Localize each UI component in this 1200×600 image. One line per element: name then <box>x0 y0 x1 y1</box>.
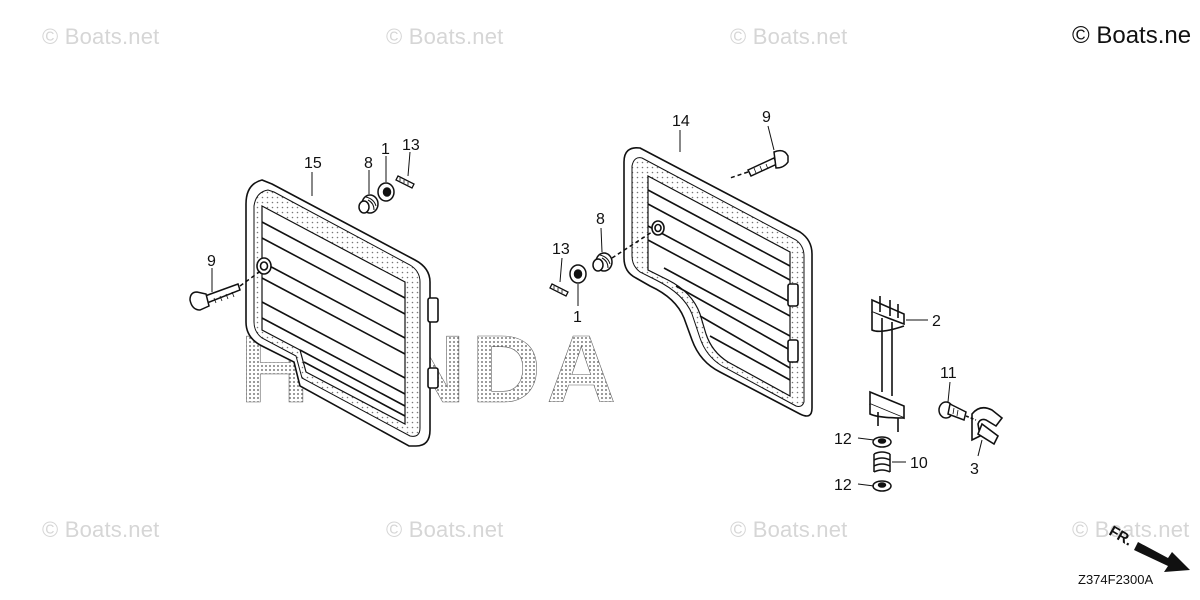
callout-8: 8 <box>596 211 605 228</box>
grommet-left <box>358 194 379 214</box>
callout-13: 13 <box>552 241 570 258</box>
watermark: © Boats.net <box>42 24 160 49</box>
bracket <box>869 296 905 432</box>
watermark-corner: © Boats.ne <box>1072 22 1192 49</box>
washer-upper <box>872 436 892 448</box>
watermark: © Boats.net <box>42 517 160 542</box>
callout-1: 1 <box>381 141 390 158</box>
spring <box>873 451 891 473</box>
watermark: © Boats.net <box>730 517 848 542</box>
leader-lines <box>211 125 983 487</box>
bolt-flange <box>938 401 967 421</box>
washer-left <box>377 182 395 202</box>
washer-lower <box>872 480 892 492</box>
callout-9: 9 <box>207 253 216 270</box>
callout-13: 13 <box>402 137 420 154</box>
watermark: © Boats.net <box>730 24 848 49</box>
callout-14: 14 <box>672 113 690 130</box>
watermark: © Boats.net <box>386 24 504 49</box>
clip <box>965 406 1004 446</box>
washer-right <box>569 264 587 284</box>
callout-2: 2 <box>932 313 941 330</box>
arrow-icon <box>1134 542 1190 572</box>
callout-3: 3 <box>970 461 979 478</box>
bolt-left <box>189 269 263 311</box>
bolt-right <box>729 149 789 179</box>
callout-9: 9 <box>762 109 771 126</box>
pin-left <box>395 175 415 189</box>
callout-11: 11 <box>940 365 957 382</box>
callout-15: 15 <box>304 155 322 172</box>
callout-10: 10 <box>910 455 928 472</box>
pin-right <box>549 283 569 297</box>
callout-12: 12 <box>834 431 852 448</box>
side-cover-right <box>623 146 813 417</box>
figure-code: Z374F2300A <box>1078 572 1154 587</box>
grommet-right <box>592 231 653 272</box>
callout-8: 8 <box>364 155 373 172</box>
callout-1: 1 <box>573 309 582 326</box>
callout-12: 12 <box>834 477 852 494</box>
watermark: © Boats.net <box>1072 517 1190 542</box>
side-cover-left <box>245 179 439 447</box>
watermark: © Boats.net <box>386 517 504 542</box>
front-label: FR. <box>1106 523 1135 550</box>
front-direction-indicator: FR. <box>1106 523 1190 572</box>
